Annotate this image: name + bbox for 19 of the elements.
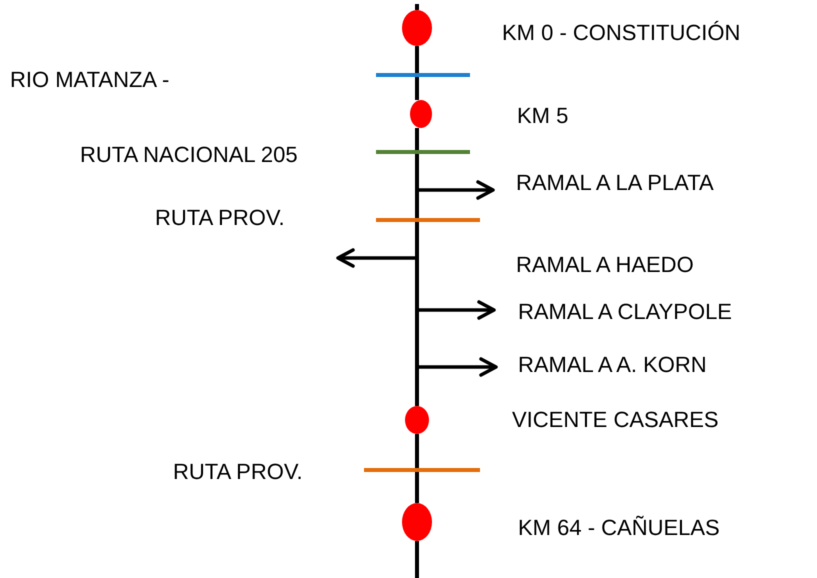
station-dot — [405, 406, 429, 434]
crossing-label: RUTA NACIONAL 205 — [80, 142, 298, 168]
station-name: KM 0 - CONSTITUCIÓN — [502, 20, 740, 46]
branch-label: RAMAL A LA PLATA — [516, 170, 714, 196]
station-name: KM 64 - CAÑUELAS — [518, 515, 720, 541]
branch-label: RAMAL A HAEDO — [516, 252, 694, 278]
station-name: KM 5 — [517, 103, 568, 129]
branch-label: RAMAL A CLAYPOLE — [518, 299, 732, 325]
track-line — [415, 46, 419, 100]
track-line — [415, 128, 419, 406]
branch-label: RAMAL A A. KORN — [518, 352, 707, 378]
crossing-label: RUTA PROV. — [155, 205, 285, 231]
station-dot — [402, 10, 432, 46]
crossing-label: RIO MATANZA - — [10, 67, 170, 93]
station-name: VICENTE CASARES — [512, 407, 719, 433]
station-dot — [410, 100, 432, 128]
track-line — [415, 434, 419, 503]
crossing-label: RUTA PROV. — [173, 459, 303, 485]
station-dot — [402, 503, 432, 541]
